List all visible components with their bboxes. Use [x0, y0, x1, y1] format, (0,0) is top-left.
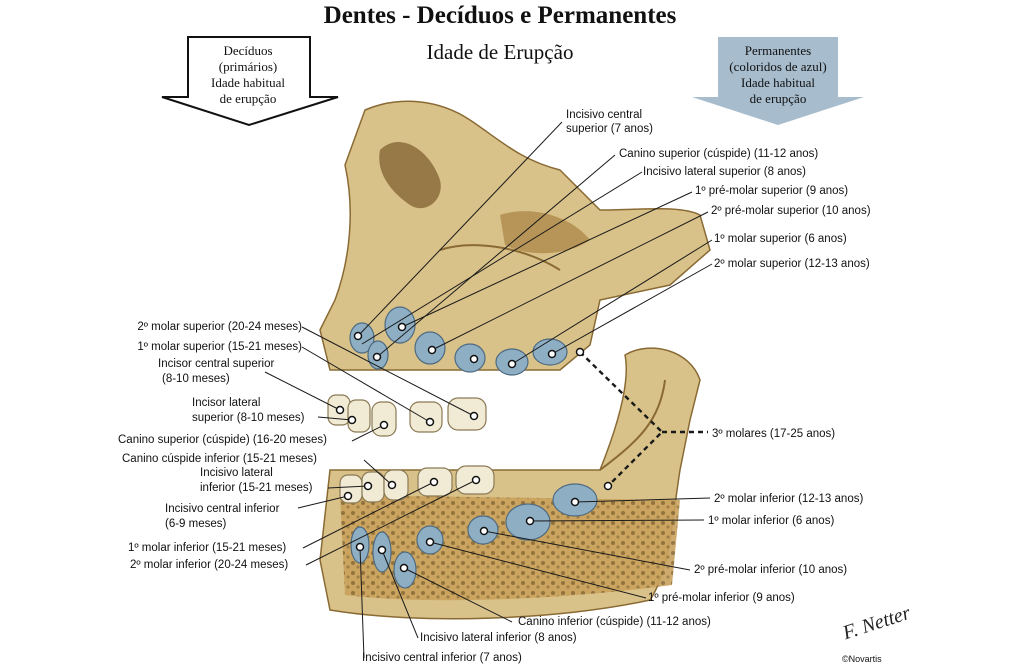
- permanent-line-1: Permanentes: [744, 43, 812, 58]
- label-dec-lower-central-incisor: Incisivo central inferior: [165, 503, 280, 515]
- permanent-legend: Permanentes (coloridos de azul) Idade ha…: [716, 43, 840, 107]
- deciduous-line-4: de erupção: [219, 91, 277, 106]
- page-subtitle: Idade de Erupção: [426, 40, 574, 64]
- label-upper-central-incisor-age: superior (7 anos): [566, 123, 653, 135]
- label-lower-first-premolar: 1º pré-molar inferior (9 anos): [648, 592, 795, 604]
- label-lower-second-molar: 2º molar inferior (12-13 anos): [714, 493, 864, 505]
- label-dec-lower-central-incisor-age: (6-9 meses): [165, 518, 227, 530]
- label-upper-canine: Canino superior (cúspide) (11-12 anos): [619, 148, 819, 160]
- deciduous-line-3: Idade habitual: [211, 75, 285, 90]
- copyright-brand: ©Novartis: [842, 654, 882, 664]
- label-dec-lower-lateral-incisor: Incisivo lateral: [200, 467, 273, 479]
- label-dec-lower-first-molar: 1º molar inferior (15-21 meses): [128, 542, 287, 554]
- label-third-molars: 3º molares (17-25 anos): [712, 428, 836, 440]
- permanent-line-4: de erupção: [749, 91, 807, 106]
- page-title: Dentes - Decíduos e Permanentes: [323, 2, 677, 29]
- label-lower-central-incisor: Incisivo central inferior (7 anos): [362, 652, 522, 664]
- label-dec-upper-central-incisor-age: (8-10 meses): [162, 373, 230, 385]
- label-dec-lower-second-molar: 2º molar inferior (20-24 meses): [130, 559, 289, 571]
- label-lower-lateral-incisor: Incisivo lateral inferior (8 anos): [420, 632, 577, 644]
- label-upper-first-molar: 1º molar superior (6 anos): [714, 233, 847, 245]
- label-dec-upper-lateral-incisor-age: superior (8-10 meses): [192, 412, 305, 424]
- label-dec-lower-lateral-incisor-age: inferior (15-21 meses): [200, 482, 313, 494]
- label-dec-upper-second-molar: 2º molar superior (20-24 meses): [137, 321, 302, 333]
- label-dec-upper-canine: Canino superior (cúspide) (16-20 meses): [118, 434, 328, 446]
- label-dec-upper-central-incisor: Incisor central superior: [158, 358, 275, 370]
- label-dec-upper-first-molar: 1º molar superior (15-21 meses): [137, 341, 302, 353]
- label-upper-lateral-incisor: Incisivo lateral superior (8 anos): [643, 166, 806, 178]
- label-dec-upper-lateral-incisor: Incisor lateral: [192, 397, 261, 409]
- label-upper-second-premolar: 2º pré-molar superior (10 anos): [711, 205, 871, 217]
- label-lower-canine: Canino inferior (cúspide) (11-12 anos): [518, 616, 711, 628]
- deciduous-line-1: Decíduos: [223, 43, 273, 58]
- label-upper-first-premolar: 1º pré-molar superior (9 anos): [695, 185, 849, 197]
- label-lower-second-premolar: 2º pré-molar inferior (10 anos): [694, 564, 848, 576]
- deciduous-legend: Decíduos (primários) Idade habitual de e…: [186, 43, 310, 107]
- deciduous-line-2: (primários): [218, 59, 278, 74]
- permanent-line-2: (coloridos de azul): [729, 59, 827, 74]
- label-upper-second-molar: 2º molar superior (12-13 anos): [714, 258, 870, 270]
- label-dec-lower-canine: Canino cúspide inferior (15-21 meses): [122, 453, 317, 465]
- permanent-arrow-icon: [692, 37, 864, 125]
- permanent-line-3: Idade habitual: [741, 75, 815, 90]
- deciduous-arrow-icon: [161, 36, 339, 127]
- label-upper-central-incisor: Incisivo central: [566, 109, 643, 121]
- label-lower-first-molar: 1º molar inferior (6 anos): [708, 515, 835, 527]
